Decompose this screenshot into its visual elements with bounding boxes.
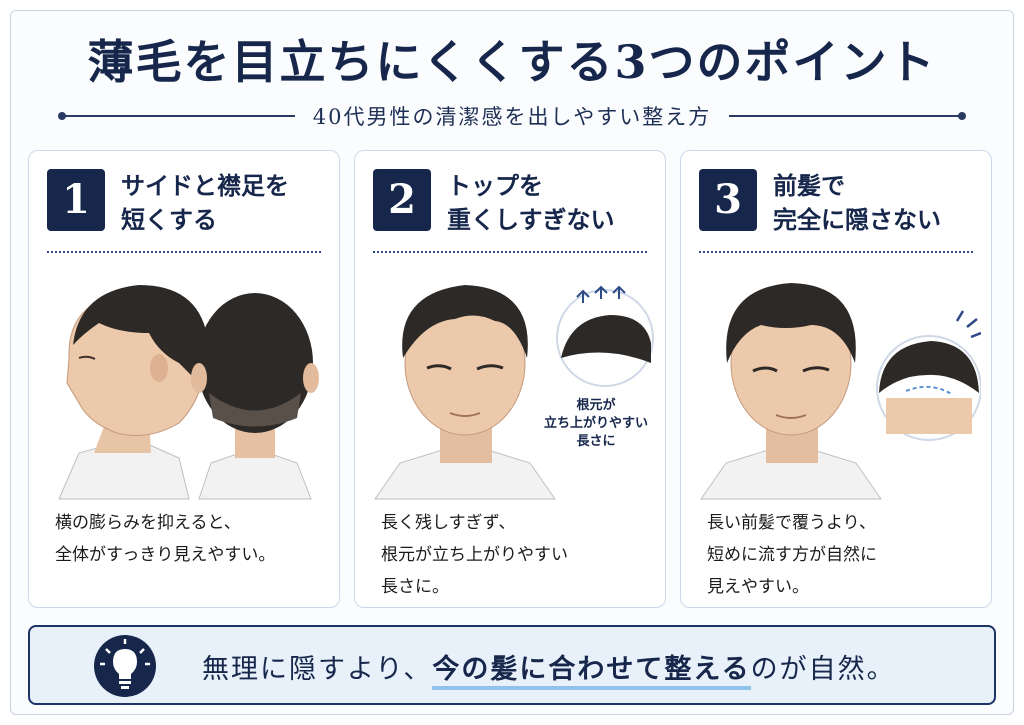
subtitle-divider-left — [58, 112, 295, 120]
point-heading-line: 前髪で — [773, 172, 845, 200]
point-heading: トップを 重くしすぎない — [447, 169, 657, 237]
description-line: 短めに流す方が自然に — [707, 545, 877, 565]
point-heading: サイドと襟足を 短くする — [121, 169, 331, 237]
point-heading-line: トップを — [447, 172, 543, 200]
point-description: 横の膨らみを抑えると、 全体がすっきり見えやすい。 — [55, 507, 325, 571]
subtitle-divider-right — [729, 112, 966, 120]
page-title: 薄毛を目立ちにくくする3つのポイント — [87, 35, 937, 89]
description-line: 根元が立ち上がりやすい — [381, 545, 568, 565]
point-card-3: 3 前髪で 完全に隠さない 長い前髪で覆うより、 短めに流す方が自然に 見えやす… — [680, 150, 992, 608]
dotted-divider — [47, 251, 321, 253]
point-card-2: 2 トップを 重くしすぎない 根元が 立ち上がりやすい 長さに 長く残しすぎず、… — [354, 150, 666, 608]
caption-line: 立ち上がりやすい — [543, 416, 648, 431]
description-line: 長く残しすぎず、 — [381, 513, 516, 533]
root-lift-caption: 根元が 立ち上がりやすい 長さに — [541, 397, 651, 451]
point-number: 1 — [47, 169, 105, 231]
description-line: 長さに。 — [381, 577, 449, 597]
description-line: 横の膨らみを抑えると、 — [55, 513, 241, 533]
bangs-illustration — [700, 283, 981, 500]
description-line: 全体がすっきり見えやすい。 — [55, 545, 276, 565]
tip-text: 無理に隠すより、今の髪に合わせて整えるのが自然。 — [202, 647, 896, 690]
dotted-divider — [699, 251, 973, 253]
top-volume-illustration — [374, 285, 654, 500]
description-line: 長い前髪で覆うより、 — [707, 513, 876, 533]
point-description: 長く残しすぎず、 根元が立ち上がりやすい 長さに。 — [381, 507, 651, 603]
point-heading-line: 短くする — [121, 206, 217, 234]
tip-text-highlight: 今の髪に合わせて整える — [432, 654, 751, 690]
point-heading: 前髪で 完全に隠さない — [773, 169, 983, 237]
tip-banner: 無理に隠すより、今の髪に合わせて整えるのが自然。 — [28, 625, 996, 705]
point-number: 2 — [373, 169, 431, 231]
lightbulb-icon — [94, 635, 156, 697]
point-description: 長い前髪で覆うより、 短めに流す方が自然に 見えやすい。 — [707, 507, 977, 603]
caption-line: 根元が — [576, 398, 616, 413]
caption-line: 長さに — [576, 434, 616, 449]
description-line: 見えやすい。 — [707, 577, 809, 597]
subtitle-row: 40代男性の清潔感を出しやすい整え方 — [58, 101, 966, 131]
subtitle: 40代男性の清潔感を出しやすい整え方 — [312, 105, 712, 129]
tip-text-after: のが自然。 — [750, 654, 896, 685]
point-number: 3 — [699, 169, 757, 231]
side-and-back-haircut-illustration — [58, 285, 319, 500]
point-heading-line: 完全に隠さない — [773, 206, 941, 234]
dotted-divider — [373, 251, 647, 253]
point-heading-line: サイドと襟足を — [121, 172, 289, 200]
tip-text-before: 無理に隠すより、 — [202, 654, 433, 685]
point-heading-line: 重くしすぎない — [447, 206, 615, 234]
point-card-1: 1 サイドと襟足を 短くする 横の膨らみを抑えると、 全体がすっきり見えやすい。 — [28, 150, 340, 608]
